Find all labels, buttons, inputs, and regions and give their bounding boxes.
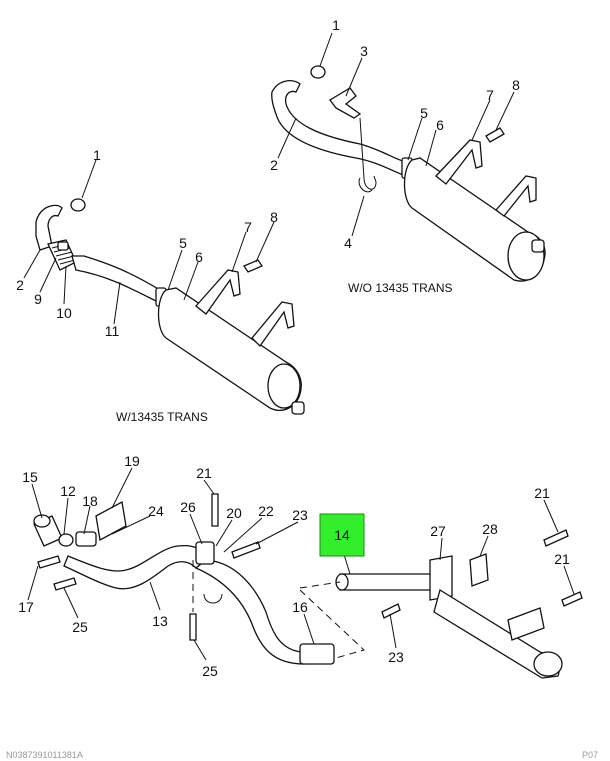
caption-without-trans: W/O 13435 TRANS <box>348 281 452 295</box>
callout-26[interactable]: 26 <box>180 499 196 515</box>
bolt-part-8-left <box>243 259 263 273</box>
clamp-ring-part-1-top <box>310 65 326 79</box>
bolt-part-25-left <box>53 577 77 591</box>
strap-clamp <box>203 593 223 604</box>
muffler-outlet-left <box>291 401 305 415</box>
footer-left-code: N0387391011381A <box>6 750 83 760</box>
callout-6-left[interactable]: 6 <box>195 249 203 265</box>
highlight-box-part-14[interactable] <box>319 513 365 557</box>
exhaust-elbow-opening <box>33 514 51 528</box>
hanger-rod-part-4 <box>358 117 377 193</box>
exhaust-pipe-part-2-top <box>271 80 407 177</box>
callout-22[interactable]: 22 <box>258 503 274 519</box>
assembly-connector-dashed <box>299 589 365 659</box>
callout-20[interactable]: 20 <box>226 505 242 521</box>
callout-13[interactable]: 13 <box>152 613 168 629</box>
callout-2-left[interactable]: 2 <box>16 277 24 293</box>
callout-7-top[interactable]: 7 <box>486 87 494 103</box>
callout-1-top[interactable]: 1 <box>332 17 340 33</box>
exhaust-pipe-part-13 <box>63 544 207 590</box>
callout-16[interactable]: 16 <box>292 599 308 615</box>
callout-18[interactable]: 18 <box>82 493 98 509</box>
callout-2-top[interactable]: 2 <box>270 157 278 173</box>
tail-pipe-right-end <box>533 651 563 677</box>
callout-25-b[interactable]: 25 <box>202 663 218 679</box>
callout-numbers: 1 3 8 7 5 6 2 4 1 2 9 10 11 5 6 7 8 15 1… <box>16 17 570 679</box>
clamp-ring-part-1-left <box>70 198 86 212</box>
callout-8-left[interactable]: 8 <box>270 209 278 225</box>
muffler-end-cap-top <box>507 231 545 281</box>
bolt-part-21-right-b <box>561 591 583 607</box>
muffler-bracket-rear-top <box>495 175 537 217</box>
tail-pipe-part-14 <box>339 573 437 591</box>
bolt-part-25-lower <box>189 613 197 641</box>
clamp-part-16 <box>299 643 335 665</box>
bracket-right-rear <box>507 607 545 641</box>
callout-23-mid[interactable]: 23 <box>292 507 308 523</box>
leader-lines <box>23 32 575 661</box>
bolt-part-8-top <box>485 127 505 143</box>
callout-21-right-a[interactable]: 21 <box>534 485 550 501</box>
callout-27[interactable]: 27 <box>430 523 446 539</box>
callout-23-right[interactable]: 23 <box>388 649 404 665</box>
flange-part-18 <box>75 531 97 547</box>
bolt-part-21-right-a <box>543 529 569 547</box>
assembly-with-trans <box>35 198 305 415</box>
callout-3[interactable]: 3 <box>360 43 368 59</box>
bracket-part-19 <box>95 500 127 542</box>
muffler-end-cap-left <box>267 363 301 409</box>
callout-15[interactable]: 15 <box>22 469 38 485</box>
callout-14[interactable]: 14 <box>334 527 350 543</box>
callout-5-top[interactable]: 5 <box>420 105 428 121</box>
muffler-bracket-part-7-top <box>435 139 483 185</box>
callout-24[interactable]: 24 <box>148 503 164 519</box>
assembly-bottom <box>33 493 583 679</box>
exhaust-pipe-part-2-left <box>35 204 63 251</box>
muffler-part-6-left <box>157 287 302 411</box>
callout-12[interactable]: 12 <box>60 483 76 499</box>
tail-pipe-opening <box>335 573 349 591</box>
callout-9[interactable]: 9 <box>34 291 42 307</box>
muffler-outlet-top <box>531 239 545 253</box>
callout-21-right-b[interactable]: 21 <box>554 551 570 567</box>
callout-11[interactable]: 11 <box>105 323 120 339</box>
bolt-part-21-mid <box>211 493 219 527</box>
callout-7-left[interactable]: 7 <box>244 219 252 235</box>
bracket-part-28 <box>469 553 489 587</box>
clamp-part-26 <box>195 541 215 565</box>
caption-with-trans: W/13435 TRANS <box>116 410 208 424</box>
muffler-bracket-rear-left <box>251 301 295 348</box>
callout-4[interactable]: 4 <box>344 235 352 251</box>
footer-right-code: P07 <box>582 750 598 760</box>
assembly-without-trans <box>271 65 546 282</box>
exhaust-pipe-long <box>194 559 305 665</box>
callout-25-a[interactable]: 25 <box>72 619 88 635</box>
bolt-part-17 <box>37 555 61 569</box>
bolt-part-23-mid <box>231 541 261 559</box>
muffler-bracket-part-7-left <box>195 269 241 315</box>
callout-6-top[interactable]: 6 <box>436 117 444 133</box>
callout-1-left[interactable]: 1 <box>93 147 101 163</box>
callout-19[interactable]: 19 <box>124 453 140 469</box>
clamp-part-9 <box>57 241 69 251</box>
bolt-part-23-right <box>381 603 401 619</box>
callout-10[interactable]: 10 <box>56 305 72 321</box>
assembly-connector-dashed-2 <box>299 581 341 589</box>
bracket-part-3 <box>329 87 362 119</box>
callout-28[interactable]: 28 <box>482 521 498 537</box>
callout-17[interactable]: 17 <box>18 599 34 615</box>
callout-5-left[interactable]: 5 <box>179 235 187 251</box>
callout-8-top[interactable]: 8 <box>512 77 520 93</box>
callout-21-mid[interactable]: 21 <box>196 465 212 481</box>
bracket-part-27 <box>429 555 453 601</box>
gasket-part-12 <box>58 533 74 547</box>
exhaust-pipe-part-11 <box>71 255 161 303</box>
